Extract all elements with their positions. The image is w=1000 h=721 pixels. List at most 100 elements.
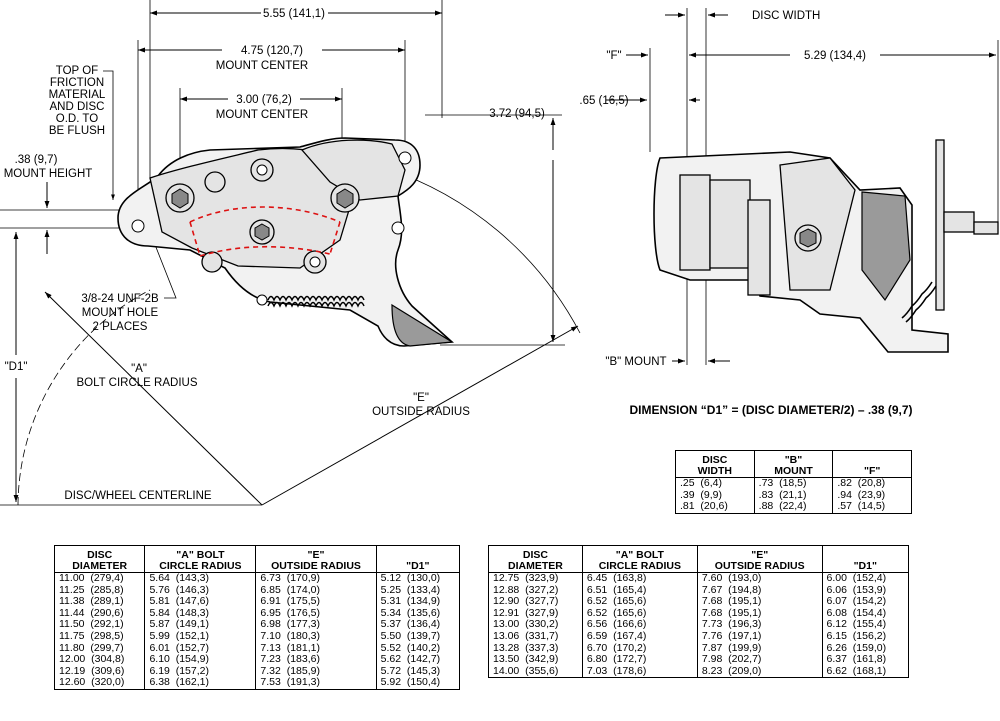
table-cell: 11.44 (290,6) bbox=[53, 607, 146, 620]
table-row: 12.00 (304,8)6.10 (154,9)7.23 (183,6)5.6… bbox=[53, 654, 461, 666]
table-cell: 6.56 (166,6) bbox=[581, 619, 698, 631]
table-cell: 6.45 (163,8) bbox=[581, 572, 698, 585]
mount-center-outer-label: MOUNT CENTER bbox=[216, 60, 308, 72]
table-cell: 5.50 (139,7) bbox=[375, 630, 461, 643]
table-cell: 12.75 (323,9) bbox=[488, 572, 583, 585]
side-width-dimension: 5.29 (134,4) bbox=[710, 40, 999, 225]
table-cell: 6.37 (161,8) bbox=[821, 654, 910, 666]
mount-height-value: .38 (9,7) bbox=[15, 154, 58, 166]
mount-bolt-left bbox=[165, 183, 195, 213]
table-cell: 7.53 (191,3) bbox=[255, 676, 377, 690]
svg-text:FRICTION: FRICTION bbox=[50, 77, 104, 89]
table-row: 12.91 (327,9)6.52 (165,6)7.68 (195,1)6.0… bbox=[488, 607, 910, 620]
table-cell: 6.07 (154,2) bbox=[821, 596, 910, 608]
d1-dimension: "D1" bbox=[5, 232, 28, 502]
svg-text:3/8-24 UNF-2B: 3/8-24 UNF-2B bbox=[81, 293, 159, 305]
table-cell: 6.15 (156,2) bbox=[821, 630, 910, 643]
mount-height-label: MOUNT HEIGHT bbox=[4, 168, 93, 180]
table-cell: 6.52 (165,6) bbox=[581, 596, 698, 608]
table-cell: 5.99 (152,1) bbox=[144, 630, 257, 643]
table-cell: 7.98 (202,7) bbox=[696, 654, 823, 666]
side-spring bbox=[901, 281, 937, 323]
svg-text:MATERIAL: MATERIAL bbox=[49, 89, 106, 101]
mount-bolt-right bbox=[330, 183, 360, 213]
table-cell: 8.23 (209,0) bbox=[696, 665, 823, 679]
table-cell: 12.60 (320,0) bbox=[53, 676, 146, 690]
disc-width-dimension: DISC WIDTH bbox=[665, 8, 820, 365]
table-cell: 6.59 (167,4) bbox=[581, 630, 698, 643]
mount-center-inner-value: 3.00 (76,2) bbox=[236, 94, 292, 106]
table-row: 13.50 (342,9)6.80 (172,7)7.98 (202,7)6.3… bbox=[488, 654, 910, 666]
table-cell: 11.50 (292,1) bbox=[53, 619, 146, 631]
table-cell: 6.62 (168,1) bbox=[821, 665, 910, 679]
f-dimension: "F" bbox=[606, 48, 710, 152]
d1-label: "D1" bbox=[5, 361, 28, 373]
side-width-label: 5.29 (134,4) bbox=[804, 50, 866, 62]
table-cell: 11.25 (285,8) bbox=[53, 584, 146, 597]
col-e-outside-radius: "E"OUTSIDE RADIUS bbox=[696, 545, 823, 573]
table-cell: 7.03 (178,6) bbox=[581, 665, 698, 679]
col-f: "F" bbox=[832, 450, 912, 478]
table-cell: 13.06 (331,7) bbox=[488, 630, 583, 643]
e-outside-radius-label: OUTSIDE RADIUS bbox=[372, 406, 470, 418]
e-name-label: "E" bbox=[413, 392, 429, 404]
table-cell: 11.75 (298,5) bbox=[53, 630, 146, 643]
table-cell: 7.10 (180,3) bbox=[255, 630, 377, 643]
caliper-side-view bbox=[653, 139, 999, 353]
table-cell: 7.23 (183,6) bbox=[255, 654, 377, 666]
table-cell: 5.62 (142,7) bbox=[375, 654, 461, 666]
table-row: 12.19 (309,6)6.19 (157,2)7.32 (185,9)5.7… bbox=[53, 665, 461, 678]
overall-width-dimension: 5.55 (141,1) bbox=[149, 0, 443, 178]
mount-height-dimension: .38 (9,7) MOUNT HEIGHT bbox=[0, 154, 120, 254]
table-cell: 12.00 (304,8) bbox=[53, 654, 146, 666]
table-row: 13.00 (330,2)6.56 (166,6)7.73 (196,3)6.1… bbox=[488, 619, 910, 631]
right-height-label: 3.72 (94,5) bbox=[489, 108, 545, 120]
table-row: 13.06 (331,7)6.59 (167,4)7.76 (197,1)6.1… bbox=[488, 630, 910, 643]
b-mount-label: "B" MOUNT bbox=[605, 356, 666, 368]
side-offset-label: .65 (16,5) bbox=[579, 95, 628, 107]
svg-text:AND DISC: AND DISC bbox=[50, 101, 105, 113]
side-offset-dimension: .65 (16,5) bbox=[579, 95, 700, 107]
table-row: 11.38 (289,1)5.81 (147,6)6.91 (175,5)5.3… bbox=[53, 596, 461, 608]
table-row: 11.44 (290,6)5.84 (148,3)6.95 (176,5)5.3… bbox=[53, 607, 461, 620]
col-e-outside-radius: "E"OUTSIDE RADIUS bbox=[255, 545, 377, 573]
table-cell: 6.26 (159,0) bbox=[821, 642, 910, 655]
table-cell: 6.70 (170,2) bbox=[581, 642, 698, 655]
return-spring bbox=[256, 294, 365, 308]
table-row: 12.90 (327,7)6.52 (165,6)7.68 (195,1)6.0… bbox=[488, 596, 910, 608]
table-cell: 13.50 (342,9) bbox=[488, 654, 583, 666]
mount-center-outer-value: 4.75 (120,7) bbox=[241, 45, 303, 57]
table-cell: 6.51 (165,4) bbox=[581, 584, 698, 597]
table-cell: 6.06 (153,9) bbox=[821, 584, 910, 597]
table-cell: 6.08 (154,4) bbox=[821, 607, 910, 620]
table-row: 12.75 (323,9)6.45 (163,8)7.60 (193,0)6.0… bbox=[488, 572, 910, 585]
mount-center-outer-dimension: 4.75 (120,7) MOUNT CENTER bbox=[137, 40, 406, 205]
table-cell: 6.12 (155,4) bbox=[821, 619, 910, 631]
table-cell: 5.72 (145,3) bbox=[375, 665, 461, 678]
table-cell: 7.76 (197,1) bbox=[696, 630, 823, 643]
svg-text:MOUNT HOLE: MOUNT HOLE bbox=[82, 307, 159, 319]
table-row: 11.80 (299,7)6.01 (152,7)7.13 (181,1)5.5… bbox=[53, 642, 461, 655]
table-cell: 6.80 (172,7) bbox=[581, 654, 698, 666]
table-row: 13.28 (337,3)6.70 (170,2)7.87 (199,9)6.2… bbox=[488, 642, 910, 655]
table-cell: 5.12 (130,0) bbox=[375, 572, 461, 585]
centerline: DISC/WHEEL CENTERLINE bbox=[0, 490, 262, 506]
table-row: .81 (20,6).88 (22,4).57 (14,5) bbox=[675, 500, 912, 514]
table-cell: 7.60 (193,0) bbox=[696, 572, 823, 585]
svg-text:O.D. TO: O.D. TO bbox=[56, 113, 98, 125]
col-d1: "D1" bbox=[821, 545, 910, 573]
table-cell: 14.00 (355,6) bbox=[488, 665, 583, 679]
svg-text:2 PLACES: 2 PLACES bbox=[93, 321, 148, 333]
table-cell: 6.52 (165,6) bbox=[581, 607, 698, 620]
table-row: 11.75 (298,5)5.99 (152,1)7.10 (180,3)5.5… bbox=[53, 630, 461, 643]
table-row: 14.00 (355,6)7.03 (178,6)8.23 (209,0)6.6… bbox=[488, 665, 910, 679]
caliper-front-view bbox=[117, 137, 454, 347]
table-cell: 5.31 (134,9) bbox=[375, 596, 461, 608]
table-row: 11.50 (292,1)5.87 (149,1)6.98 (177,3)5.3… bbox=[53, 619, 461, 631]
table-cell: 5.25 (133,4) bbox=[375, 584, 461, 597]
